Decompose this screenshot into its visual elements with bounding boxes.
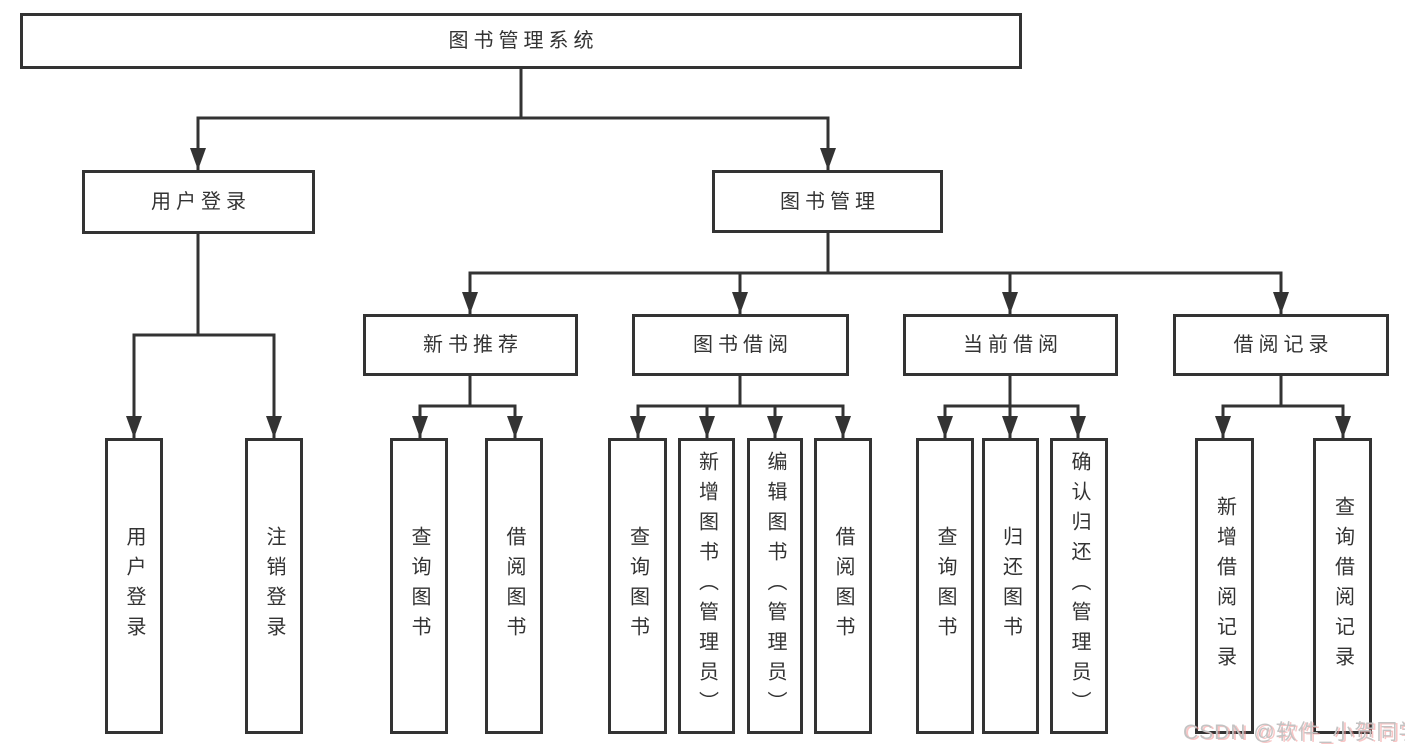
- node-book-borrow: 图书借阅: [632, 314, 849, 376]
- node-current-borrow: 当前借阅: [903, 314, 1118, 376]
- leaf-user-login: 用户登录: [105, 438, 163, 734]
- node-label: 新书推荐: [423, 334, 523, 356]
- connector-borrow-records-children: [1215, 374, 1351, 438]
- node-book-management: 图书管理: [712, 170, 943, 233]
- csdn-watermark: CSDN @软件_小贺同学: [1183, 721, 1405, 744]
- leaf-borrow-books-recommend: 借阅图书: [485, 438, 543, 734]
- node-library-system: 图书管理系统: [20, 13, 1022, 69]
- node-label: 注销登录: [263, 526, 285, 646]
- leaf-logout: 注销登录: [245, 438, 303, 734]
- node-label: 借阅图书: [503, 526, 525, 646]
- node-label: 查询图书: [626, 526, 649, 646]
- node-label: 新增借阅记录: [1213, 496, 1236, 676]
- node-label: 借阅记录: [1233, 334, 1334, 356]
- node-label: 查询图书: [934, 526, 956, 646]
- node-label: 查询图书: [408, 526, 430, 646]
- node-label: 图书管理: [780, 190, 880, 213]
- leaf-return-books: 归还图书: [982, 438, 1039, 734]
- leaf-query-books-borrow: 查询图书: [608, 438, 667, 734]
- node-label: 当前借阅: [963, 334, 1063, 356]
- connector-book-borrow-children: [630, 374, 851, 438]
- node-label: 编辑图书（管理员）: [764, 451, 786, 721]
- node-label: 确认归还（管理员）: [1068, 451, 1090, 721]
- node-label: 用户登录: [123, 526, 145, 646]
- leaf-edit-book-admin: 编辑图书（管理员）: [747, 438, 803, 734]
- node-label: 用户登录: [151, 191, 251, 213]
- node-label: 查询借阅记录: [1331, 496, 1354, 676]
- node-label: 图书管理系统: [448, 30, 599, 52]
- connector-book-management-children: [462, 232, 1289, 314]
- connector-root-to-level2: [190, 66, 836, 170]
- leaf-query-books-recommend: 查询图书: [390, 438, 448, 734]
- leaf-add-borrow-record: 新增借阅记录: [1195, 438, 1254, 734]
- node-new-book-recommend: 新书推荐: [363, 314, 578, 376]
- leaf-add-book-admin: 新增图书（管理员）: [678, 438, 735, 734]
- node-label: 归还图书: [999, 526, 1022, 646]
- leaf-query-borrow-record: 查询借阅记录: [1313, 438, 1372, 734]
- connector-current-borrow-children: [937, 374, 1086, 438]
- node-user-login: 用户登录: [82, 170, 315, 234]
- node-borrow-records: 借阅记录: [1173, 314, 1389, 376]
- connector-user-login-children: [126, 232, 282, 438]
- connector-new-book-children: [412, 374, 523, 438]
- leaf-borrow-books: 借阅图书: [814, 438, 872, 734]
- leaf-confirm-return-admin: 确认归还（管理员）: [1050, 438, 1108, 734]
- node-label: 借阅图书: [832, 526, 854, 646]
- leaf-query-books-current: 查询图书: [916, 438, 974, 734]
- node-label: 新增图书（管理员）: [695, 451, 718, 721]
- node-label: 图书借阅: [693, 334, 793, 356]
